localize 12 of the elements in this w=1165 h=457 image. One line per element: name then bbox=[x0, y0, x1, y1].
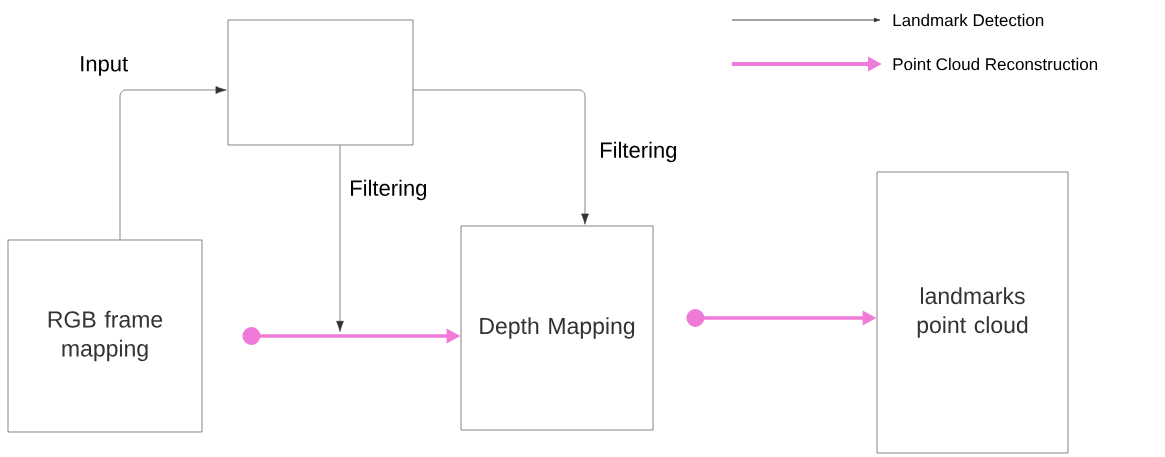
edge-label: Filtering bbox=[601, 141, 677, 163]
empty-box bbox=[227, 19, 414, 146]
arrow bbox=[336, 145, 344, 332]
arrow bbox=[413, 89, 589, 225]
process-box: RGB frame mapping bbox=[7, 239, 203, 433]
legend-text: Landmark Detection bbox=[893, 13, 1044, 27]
process-box: landmarks point cloud bbox=[876, 171, 1069, 454]
edge-label: Filtering bbox=[351, 179, 427, 201]
process-box: Depth Mapping bbox=[460, 225, 654, 431]
arrow bbox=[119, 86, 227, 240]
legend-text: Point Cloud Reconstruction bbox=[893, 57, 1098, 71]
edge-label: Input bbox=[81, 56, 128, 76]
